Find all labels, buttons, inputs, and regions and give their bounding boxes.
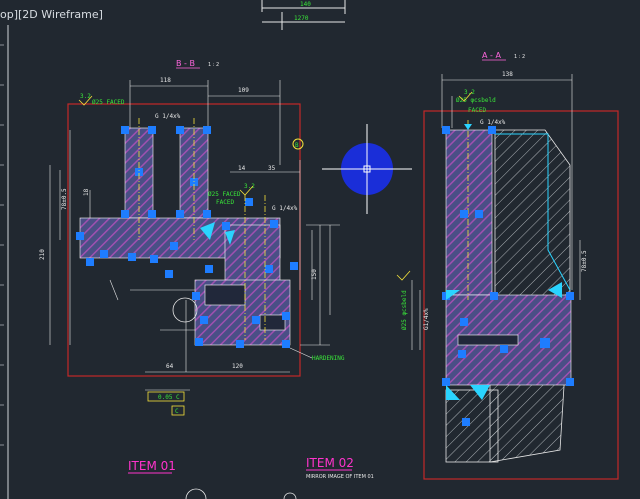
- annot-tol2: C: [175, 408, 179, 415]
- rough-symbol-1: [78, 95, 93, 106]
- annot-faced2: Ø25 FACED: [208, 191, 241, 198]
- annot-faced1: Ø25 FACED: [92, 99, 125, 106]
- annot-rough1: 3.2: [80, 93, 91, 100]
- annot-tol1: 0.05 C: [158, 394, 180, 401]
- aa-cyan-outline: [495, 133, 571, 291]
- left-ruler: [0, 44, 4, 446]
- annot-aa-thread: G 1/4x%: [480, 119, 506, 126]
- annot-ref-b: B: [295, 142, 299, 149]
- bb-dimension-lines: [49, 80, 340, 391]
- aa-cyan-marks: [446, 124, 562, 400]
- bb-section-geometry[interactable]: [79, 127, 291, 346]
- dim-bb-width2: 109: [238, 87, 249, 94]
- rough-symbol-3: [458, 91, 473, 102]
- aa-section-scale: 1 : 2: [514, 54, 525, 60]
- annot-aa-vert2: G1/4x%: [423, 308, 430, 330]
- dim-top-1: 140: [300, 1, 311, 8]
- annot-faced2-label: FACED: [216, 199, 234, 206]
- ref-b-circle[interactable]: [292, 138, 304, 150]
- dim-bb-left: 64: [166, 363, 174, 370]
- item-02-title[interactable]: ITEM 02: [306, 456, 354, 470]
- bottom-partial-circle-2: [283, 492, 297, 499]
- dim-bb-height: 210: [39, 249, 46, 260]
- aa-dimension-lines: [411, 74, 581, 350]
- rough-symbol-4: [396, 270, 411, 281]
- bb-section-title[interactable]: B - B: [176, 59, 195, 68]
- aa-section-title[interactable]: A - A: [482, 51, 501, 60]
- dim-aa-width: 138: [502, 71, 513, 78]
- item-02-subtitle: MIRROR IMAGE OF ITEM 01: [306, 474, 374, 480]
- bb-section-scale: 1 : 2: [208, 62, 219, 68]
- rough-symbol-2: [239, 185, 254, 196]
- annot-rough2: 3.2: [244, 183, 255, 190]
- dim-bb-sub: 14: [238, 165, 246, 172]
- dim-top-2: 1270: [294, 15, 309, 22]
- top-partial-view: [261, 0, 346, 30]
- item-01-title[interactable]: ITEM 01: [128, 459, 176, 473]
- annot-aa-phi: Ø25 φcsbeld: [456, 97, 496, 104]
- annot-hardening: HARDENING: [312, 355, 345, 362]
- bb-cyan-edges: [200, 222, 235, 245]
- annot-aa-vert: Ø25 φcsbeld: [401, 290, 408, 330]
- dim-bb-sub2: 35: [268, 165, 276, 172]
- aa-bottom-plate: [445, 389, 499, 463]
- bb-detail-circle: [172, 297, 198, 323]
- dim-bb-leftv: 78±0.5: [61, 188, 68, 210]
- annot-aa-faced: FACED: [468, 107, 486, 114]
- annot-aa-rough: 3.2: [464, 89, 475, 96]
- dim-bb-width: 118: [160, 77, 171, 84]
- tolerance-frame-2: [171, 405, 185, 416]
- aa-section-geometry[interactable]: [445, 129, 572, 386]
- cursor-pickbox[interactable]: [363, 165, 371, 173]
- tolerance-frame-1: [147, 391, 185, 402]
- dim-bb-bottom: 120: [232, 363, 243, 370]
- dim-bb-mid: 150: [311, 269, 318, 280]
- dim-aa-right: 78±0.5: [581, 250, 588, 272]
- annot-thread2: G 1/4x%: [272, 205, 298, 212]
- bb-centerlines: [138, 118, 266, 340]
- aa-view-frame[interactable]: [423, 110, 619, 480]
- dim-bb-18: 18: [83, 188, 90, 196]
- viewport-label[interactable]: op][2D Wireframe]: [0, 8, 103, 21]
- hardening-leader: [289, 347, 313, 359]
- annot-thread1: G 1/4x%: [155, 113, 181, 120]
- crosshair-cursor[interactable]: [322, 124, 412, 214]
- bottom-partial-circle-1: [185, 488, 207, 499]
